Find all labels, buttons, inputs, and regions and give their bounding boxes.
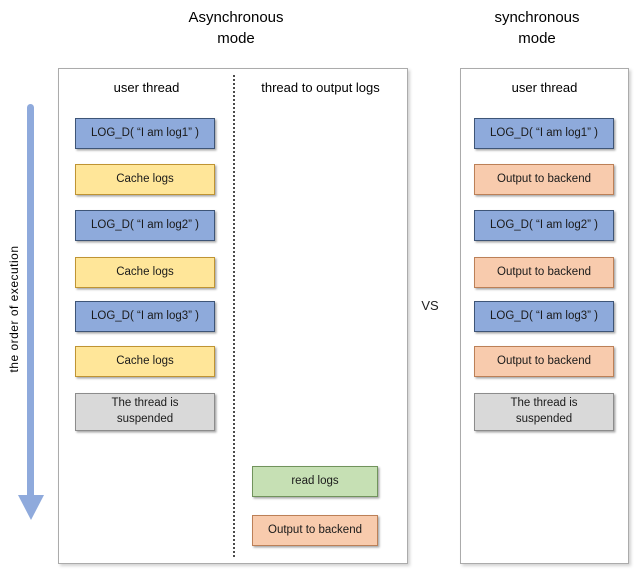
async-panel: user thread thread to output logs LOG_D(… bbox=[58, 68, 408, 564]
output-backend-box: Output to backend bbox=[474, 164, 614, 195]
log-call-box: LOG_D( “I am log1” ) bbox=[75, 118, 215, 149]
output-thread-header: thread to output logs bbox=[261, 80, 380, 95]
user-thread-header: user thread bbox=[511, 80, 578, 95]
thread-divider bbox=[233, 75, 235, 557]
sync-panel: user thread LOG_D( “I am log1” ) Output … bbox=[460, 68, 629, 564]
thread-suspended-box: The thread is suspended bbox=[75, 393, 215, 431]
arrow-down-icon bbox=[18, 495, 44, 520]
cache-logs-box: Cache logs bbox=[75, 164, 215, 195]
sync-mode-title: synchronous mode bbox=[494, 9, 580, 47]
vs-separator: VS bbox=[421, 298, 439, 313]
cache-logs-box: Cache logs bbox=[75, 346, 215, 377]
async-mode-title: Asynchronous mode bbox=[188, 9, 284, 47]
read-logs-box: read logs bbox=[252, 466, 378, 497]
log-call-box: LOG_D( “I am log2” ) bbox=[474, 210, 614, 241]
output-backend-box: Output to backend bbox=[474, 257, 614, 288]
user-thread-header: user thread bbox=[113, 80, 180, 95]
output-backend-box: Output to backend bbox=[474, 346, 614, 377]
thread-suspended-box: The thread is suspended bbox=[474, 393, 614, 431]
log-call-box: LOG_D( “I am log3” ) bbox=[75, 301, 215, 332]
log-call-box: LOG_D( “I am log2” ) bbox=[75, 210, 215, 241]
log-call-box: LOG_D( “I am log3” ) bbox=[474, 301, 614, 332]
arrow-line bbox=[27, 104, 34, 496]
output-backend-box: Output to backend bbox=[252, 515, 378, 546]
log-call-box: LOG_D( “I am log1” ) bbox=[474, 118, 614, 149]
cache-logs-box: Cache logs bbox=[75, 257, 215, 288]
execution-order-label: the order of execution bbox=[7, 245, 21, 373]
